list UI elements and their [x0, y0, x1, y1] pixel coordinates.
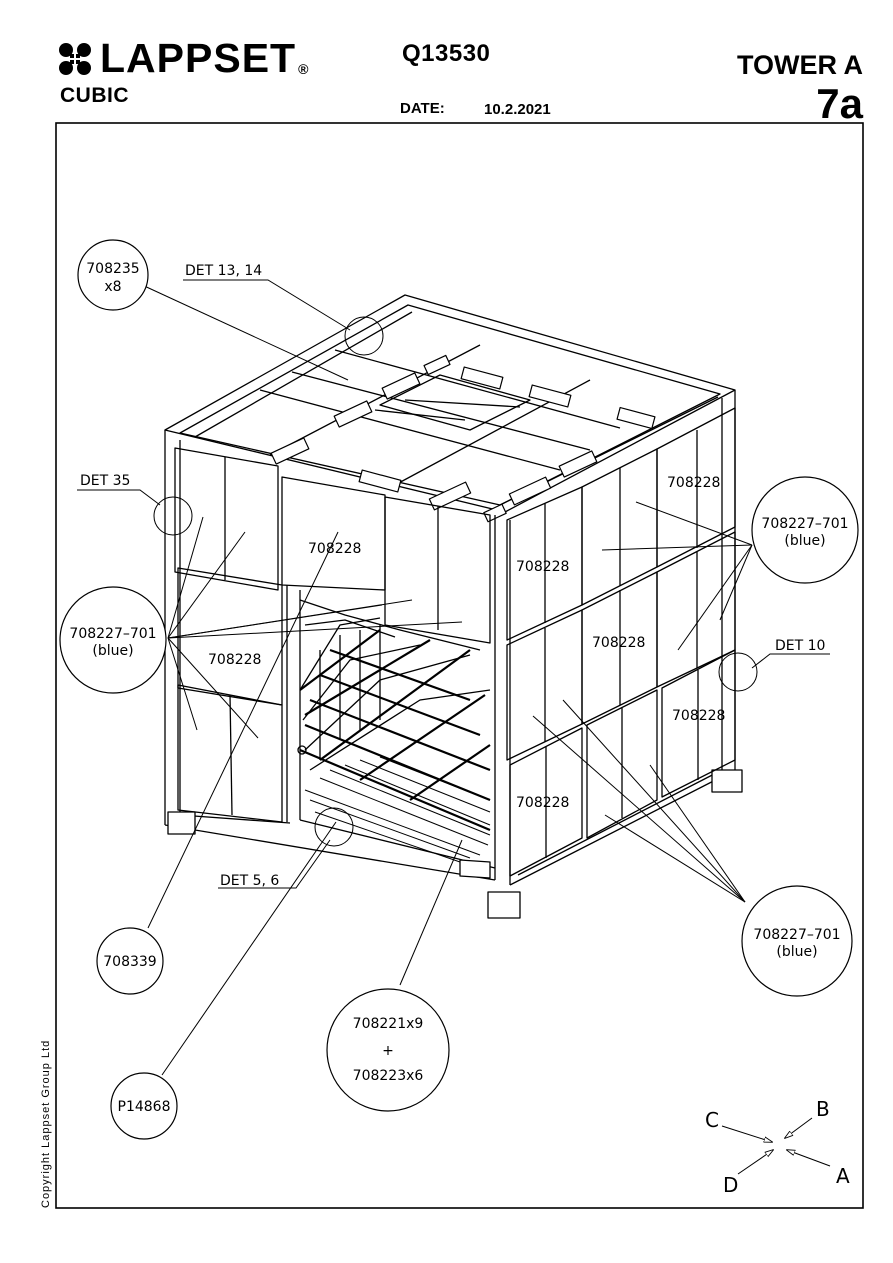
detail-circles: [153, 316, 758, 847]
registered-mark: ®: [298, 61, 309, 77]
compass-c: C: [705, 1108, 719, 1132]
compass-b: B: [816, 1097, 830, 1121]
callout-p14868: [110, 1072, 178, 1140]
detail-label-5-6: DET 5, 6: [220, 873, 279, 889]
detail-label-35: DET 35: [80, 473, 130, 489]
callout-708339: [96, 927, 164, 995]
series-name: CUBIC: [60, 84, 129, 107]
panel-label: 708228: [516, 795, 569, 811]
compass-a: A: [836, 1164, 850, 1188]
callout-708235: [77, 239, 149, 311]
panel-label: 708228: [672, 708, 725, 724]
callout-text: 708227–701: [753, 927, 840, 943]
drawing-border: [55, 122, 864, 1209]
callout-blue-right-upper: [751, 476, 859, 584]
panel-label: 708228: [592, 635, 645, 651]
callout-text: (blue): [784, 533, 825, 549]
callout-text: 708339: [103, 954, 156, 970]
callout-708221: [326, 988, 450, 1112]
callout-text: P14868: [118, 1099, 171, 1115]
callout-text: (blue): [92, 643, 133, 659]
callout-text: 708223x6: [353, 1068, 424, 1084]
leader-lines: [77, 279, 830, 1076]
panel-label: 708228: [208, 652, 261, 668]
callout-text: +: [382, 1043, 394, 1059]
callout-text: 708227–701: [761, 516, 848, 532]
product-code: Q13530: [402, 40, 491, 67]
panel-label: 708228: [308, 541, 361, 557]
model-name: TOWER A: [737, 50, 863, 80]
detail-label-10: DET 10: [775, 638, 825, 654]
date-label: DATE:: [400, 100, 445, 117]
callout-bubbles: [59, 239, 859, 1140]
callout-text: (blue): [776, 944, 817, 960]
date-value: 10.2.2021: [484, 101, 551, 118]
cube-structure: [164, 294, 743, 919]
callout-text: 708235: [86, 261, 139, 277]
panel-label: 708228: [516, 559, 569, 575]
callout-text: 708227–701: [69, 626, 156, 642]
callout-blue-left: [59, 586, 167, 694]
compass-d: D: [723, 1173, 738, 1197]
panel-label: 708228: [667, 475, 720, 491]
callout-text: x8: [104, 279, 121, 295]
lappset-logo: LAPPSET ®: [58, 38, 308, 79]
page-number: 7a: [816, 80, 863, 127]
brand-name: LAPPSET: [100, 35, 297, 81]
detail-label-13-14: DET 13, 14: [185, 263, 262, 279]
callout-blue-right-lower: [741, 885, 853, 997]
orientation-compass: [721, 1117, 831, 1175]
callout-text: 708221x9: [353, 1016, 424, 1032]
lappset-logo-icon: [58, 41, 92, 76]
